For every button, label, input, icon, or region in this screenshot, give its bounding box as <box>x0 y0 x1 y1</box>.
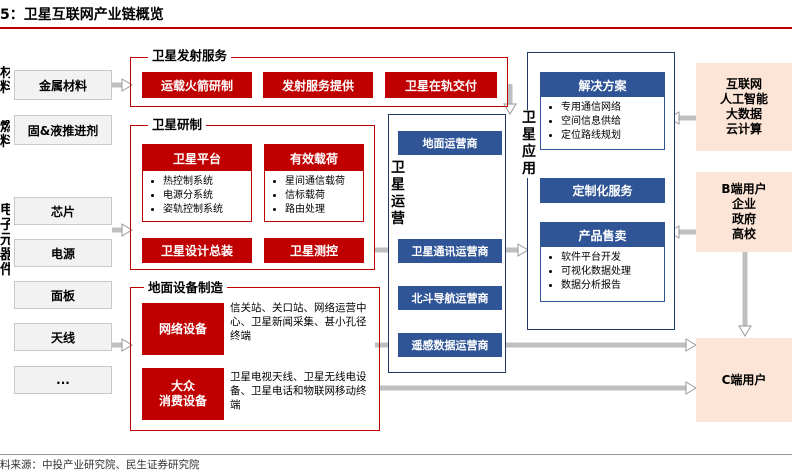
ground-equipment-section <box>130 287 380 431</box>
upstream-item-antenna: 天线 <box>14 323 112 351</box>
satellite-platform-card: 卫星平台 热控制系统 电源分系统 姿轨控制系统 <box>142 144 252 222</box>
sales-bullet: 软件平台开发 <box>561 251 664 265</box>
operator-remote-sensing: 遥感数据运营商 <box>398 333 502 357</box>
upstream-cut-label-electronics: 电子元器件 <box>0 203 10 278</box>
network-device-label: 网络设备 <box>142 303 224 355</box>
operator-communication: 卫星通讯运营商 <box>398 239 502 263</box>
launch-item-service: 发射服务提供 <box>263 72 373 98</box>
launch-item-delivery: 卫星在轨交付 <box>385 72 497 98</box>
upstream-item-propellant: 固&液推进剂 <box>14 115 112 145</box>
payload-header: 有效载荷 <box>265 145 363 171</box>
launch-item-rocket: 运载火箭研制 <box>142 72 252 98</box>
solution-bullet: 专用通信网络 <box>561 101 664 115</box>
solution-card: 解决方案 专用通信网络 空间信息供给 定位路线规划 <box>540 72 665 150</box>
ground-equipment-title: 地面设备制造 <box>144 277 228 296</box>
upstream-item-more: ... <box>14 366 112 394</box>
solution-bullet: 空间信息供给 <box>561 115 664 129</box>
sales-bullet: 数据分析报告 <box>561 279 664 293</box>
operation-title: 卫星运营 <box>391 160 405 227</box>
page-title: 5：卫星互联网产业链概览 <box>0 7 164 23</box>
application-title: 卫星应用 <box>521 110 537 178</box>
payload-card: 有效载荷 星间通信载荷 信标载荷 路由处理 <box>264 144 364 222</box>
upstream-item-power: 电源 <box>14 239 112 267</box>
product-sales-card: 产品售卖 软件平台开发 可视化数据处理 数据分析报告 <box>540 222 665 302</box>
payload-bullet: 信标载荷 <box>285 189 363 203</box>
satellite-platform-header: 卫星平台 <box>143 145 251 171</box>
launch-section <box>130 57 508 107</box>
upstream-cut-label-fuel: 燃料 <box>0 120 10 150</box>
upstream-item-metal: 金属材料 <box>14 70 112 100</box>
network-device-desc: 信关站、关口站、网络运营中心、卫星新闻采集、甚小孔径终端 <box>230 302 367 342</box>
upstream-item-chip: 芯片 <box>14 197 112 225</box>
consumer-device-label: 大众 消费设备 <box>142 368 224 420</box>
satellite-rd-section <box>130 125 375 270</box>
product-sales-header: 产品售卖 <box>541 223 664 247</box>
upstream-item-panel: 面板 <box>14 281 112 309</box>
satellite-design-assembly: 卫星设计总装 <box>142 238 252 263</box>
platform-bullet: 姿轨控制系统 <box>163 203 251 217</box>
operator-ground: 地面运营商 <box>398 131 502 155</box>
b-end-users-box: B端用户 企业 政府 高校 <box>696 172 792 252</box>
payload-bullet: 星间通信载荷 <box>285 175 363 189</box>
custom-service: 定制化服务 <box>540 178 665 203</box>
title-divider <box>0 27 792 29</box>
upstream-cut-label-materials: 材料 <box>0 66 10 96</box>
source-note: 料来源：中投产业研究院、民生证券研究院 <box>0 459 200 471</box>
sales-bullet: 可视化数据处理 <box>561 265 664 279</box>
launch-section-title: 卫星发射服务 <box>148 45 232 64</box>
satellite-rd-title: 卫星研制 <box>148 114 207 133</box>
platform-bullet: 热控制系统 <box>163 175 251 189</box>
tech-customers-box: 互联网 人工智能 大数据 云计算 <box>696 63 792 151</box>
solution-bullet: 定位路线规划 <box>561 129 664 143</box>
consumer-device-desc: 卫星电视天线、卫星无线电设备、卫星电话和物联网移动终端 <box>230 371 367 411</box>
c-end-users-box: C端用户 <box>696 338 792 422</box>
satellite-tt-and-c: 卫星测控 <box>264 238 364 263</box>
operator-beidou: 北斗导航运营商 <box>398 286 502 310</box>
payload-bullet: 路由处理 <box>285 203 363 217</box>
footer-divider <box>0 454 792 455</box>
platform-bullet: 电源分系统 <box>163 189 251 203</box>
solution-header: 解决方案 <box>541 73 664 97</box>
